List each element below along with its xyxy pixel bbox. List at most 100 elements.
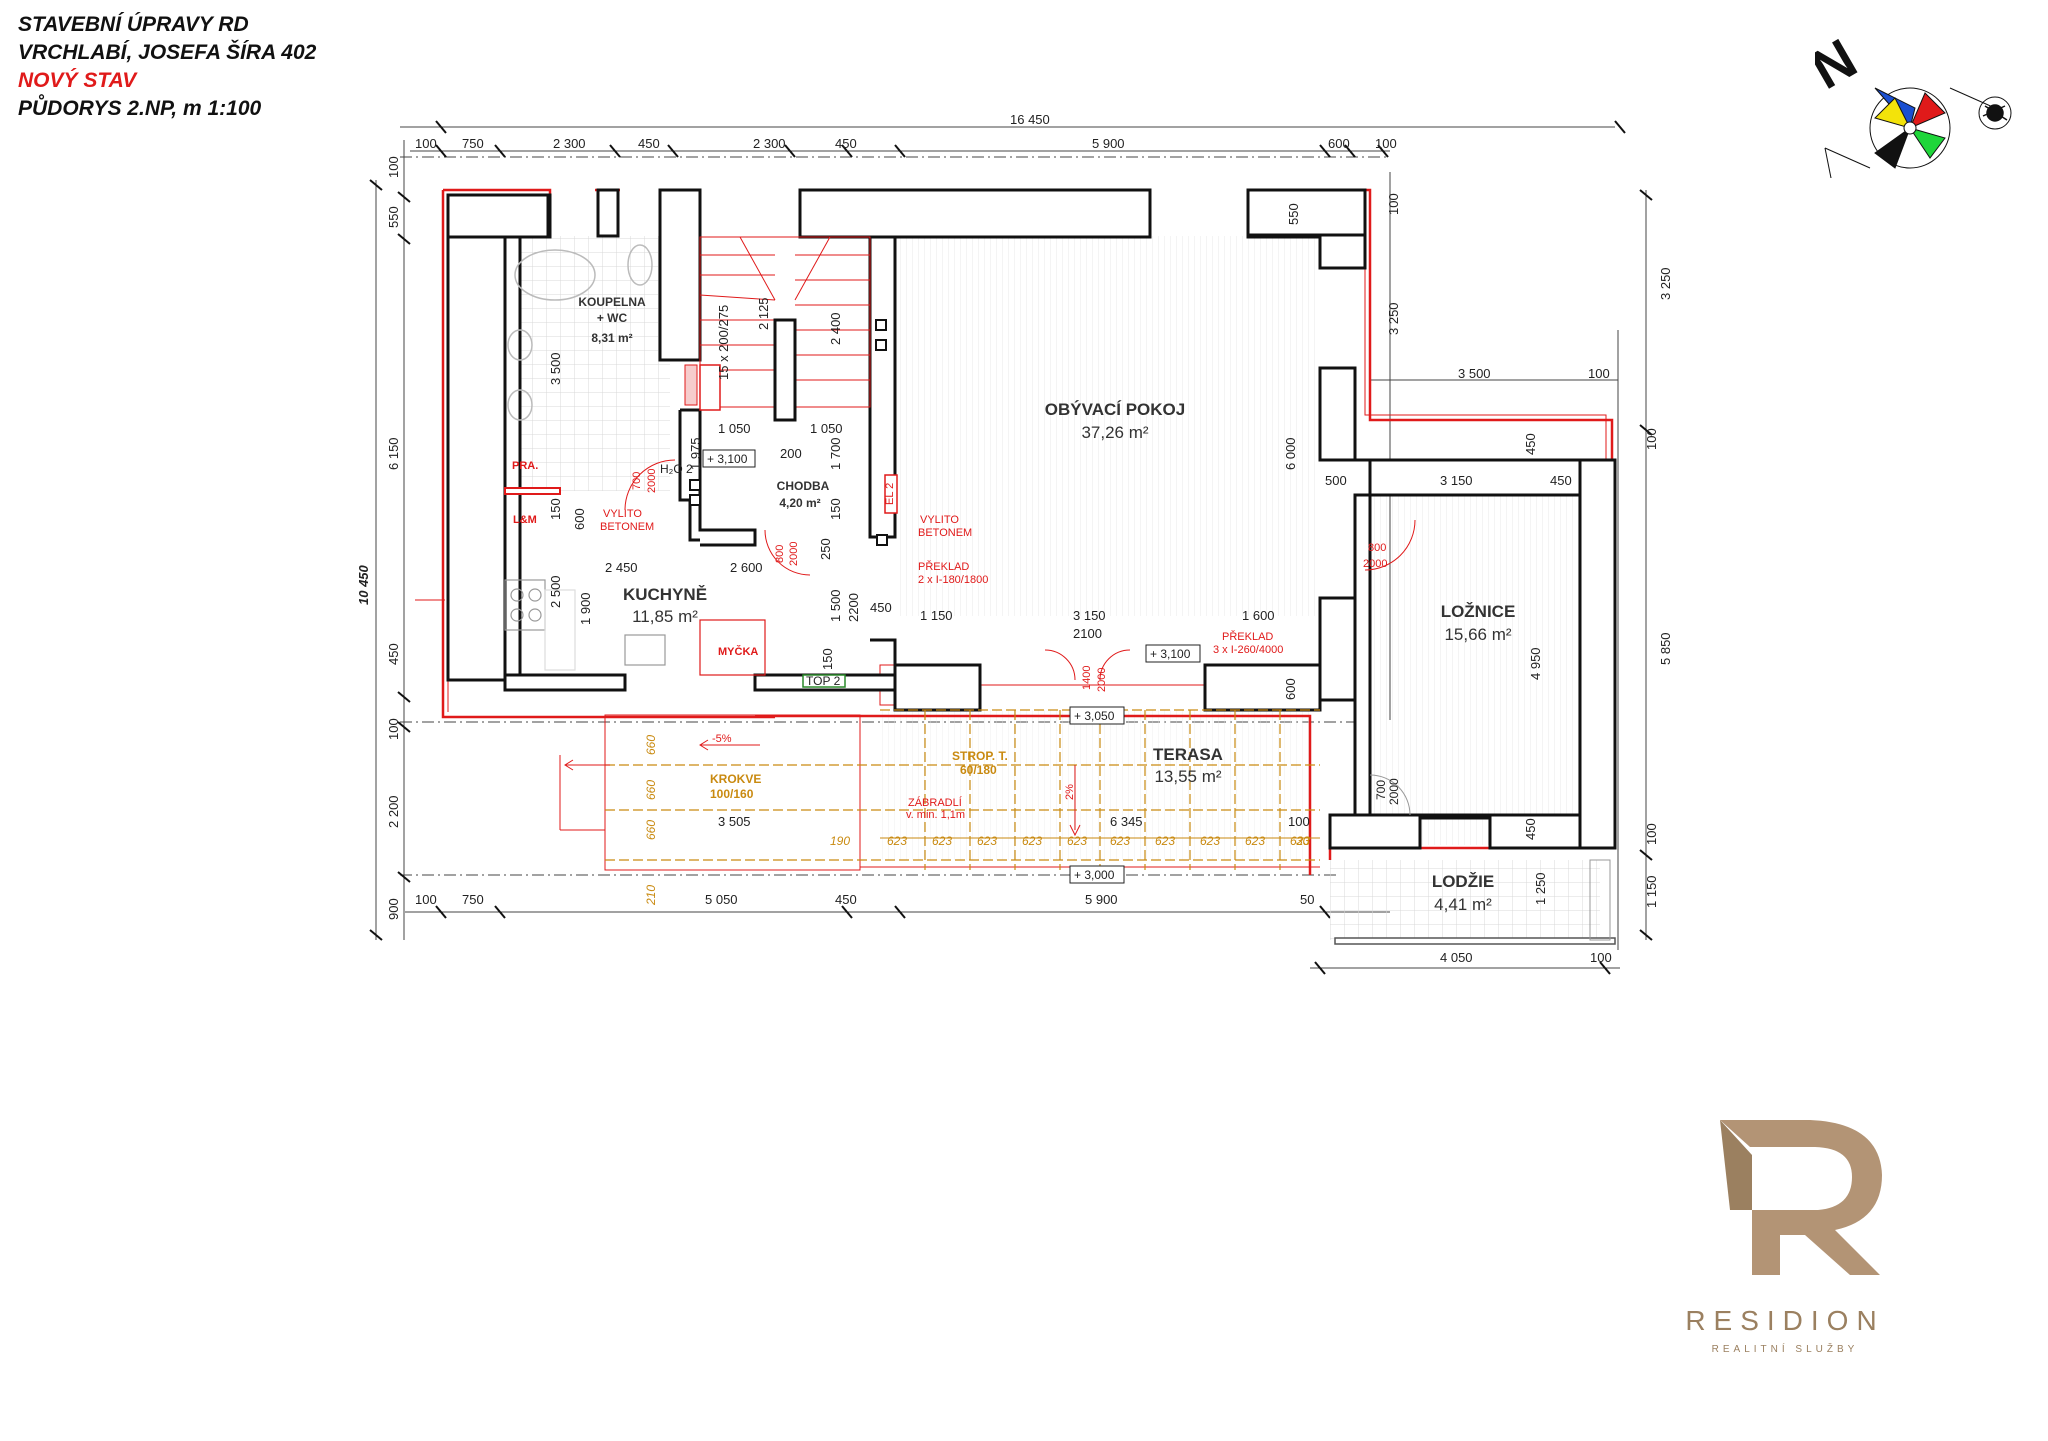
- svg-text:8,31 m²: 8,31 m²: [591, 331, 632, 345]
- svg-text:100: 100: [386, 156, 401, 178]
- svg-text:100: 100: [1386, 193, 1401, 215]
- svg-text:600: 600: [572, 508, 587, 530]
- svg-text:3 250: 3 250: [1386, 302, 1401, 335]
- svg-text:550: 550: [386, 206, 401, 228]
- svg-text:1 150: 1 150: [920, 608, 953, 623]
- svg-text:6 000: 6 000: [1283, 437, 1298, 470]
- svg-text:100/160: 100/160: [710, 787, 754, 801]
- svg-text:1 600: 1 600: [1242, 608, 1275, 623]
- svg-text:550: 550: [1286, 203, 1301, 225]
- svg-text:VYLITO: VYLITO: [920, 514, 959, 526]
- svg-text:5 050: 5 050: [705, 892, 738, 907]
- svg-text:3 250: 3 250: [1658, 267, 1673, 300]
- svg-text:700: 700: [1374, 780, 1388, 800]
- svg-text:200: 200: [780, 446, 802, 461]
- title-state: NOVÝ STAV: [18, 69, 137, 92]
- terrace-floor: [880, 710, 1310, 860]
- svg-text:800: 800: [774, 545, 786, 563]
- svg-text:3 150: 3 150: [1073, 608, 1106, 623]
- room-labels: KOUPELNA + WC 8,31 m² OBÝVACÍ POKOJ 37,2…: [512, 295, 1515, 914]
- svg-text:623: 623: [1110, 834, 1130, 848]
- svg-text:13,55 m²: 13,55 m²: [1154, 767, 1221, 786]
- room-lodzie-name: LODŽIE: [1432, 872, 1494, 891]
- svg-text:2000: 2000: [1363, 558, 1387, 570]
- svg-text:600: 600: [1283, 678, 1298, 700]
- svg-text:4,41 m²: 4,41 m²: [1434, 895, 1492, 914]
- svg-text:60/180: 60/180: [960, 763, 997, 777]
- svg-text:2000: 2000: [1096, 668, 1108, 692]
- svg-text:100: 100: [1590, 950, 1612, 965]
- svg-text:2%: 2%: [1064, 784, 1076, 800]
- svg-text:660: 660: [644, 735, 658, 755]
- svg-text:EL 2: EL 2: [884, 483, 896, 505]
- svg-text:450: 450: [835, 136, 857, 151]
- pra-niche: [504, 487, 561, 495]
- svg-text:150: 150: [820, 648, 835, 670]
- svg-text:2 300: 2 300: [753, 136, 786, 151]
- svg-text:5 900: 5 900: [1092, 136, 1125, 151]
- svg-text:100: 100: [1288, 814, 1310, 829]
- svg-text:623: 623: [1290, 834, 1310, 848]
- svg-text:800: 800: [1368, 542, 1386, 554]
- svg-text:100: 100: [1375, 136, 1397, 151]
- svg-text:623: 623: [1067, 834, 1087, 848]
- svg-text:2200: 2200: [846, 593, 861, 622]
- svg-text:4,20 m²: 4,20 m²: [779, 496, 820, 510]
- svg-text:5 850: 5 850: [1658, 632, 1673, 665]
- svg-text:2000: 2000: [1387, 778, 1401, 805]
- residion-r-icon: [1720, 1120, 1882, 1275]
- north-letter: N: [1815, 28, 1867, 101]
- svg-text:2 600: 2 600: [730, 560, 763, 575]
- north-arrow-icon: N: [1815, 28, 2012, 178]
- label-pra: PRA.: [512, 460, 538, 472]
- title-drawing: PŮDORYS 2.NP, m 1:100: [18, 97, 262, 120]
- title-address: VRCHLABÍ, JOSEFA ŠÍRA 402: [18, 41, 317, 64]
- svg-text:250: 250: [818, 538, 833, 560]
- svg-text:2 125: 2 125: [756, 297, 771, 330]
- dim-total-width: 16 450: [1010, 112, 1050, 127]
- svg-text:2 450: 2 450: [605, 560, 638, 575]
- svg-text:15,66 m²: 15,66 m²: [1444, 625, 1511, 644]
- svg-text:660: 660: [644, 780, 658, 800]
- svg-text:3 505: 3 505: [718, 814, 751, 829]
- svg-text:2 200: 2 200: [386, 795, 401, 828]
- svg-text:100: 100: [415, 136, 437, 151]
- loggia-floor: [1330, 860, 1600, 940]
- svg-text:50: 50: [1300, 892, 1314, 907]
- svg-text:37,26 m²: 37,26 m²: [1081, 423, 1148, 442]
- svg-text:RESIDION: RESIDION: [1685, 1305, 1884, 1336]
- loggia-railing: [1334, 937, 1616, 945]
- svg-text:450: 450: [835, 892, 857, 907]
- svg-text:450: 450: [1523, 433, 1538, 455]
- svg-text:-5%: -5%: [712, 733, 732, 745]
- svg-text:+ 3,000: + 3,000: [1074, 868, 1115, 882]
- svg-text:450: 450: [638, 136, 660, 151]
- room-obyvaci-name: OBÝVACÍ POKOJ: [1045, 400, 1185, 419]
- svg-text:+ 3,100: + 3,100: [707, 452, 748, 466]
- svg-text:3 500: 3 500: [548, 352, 563, 385]
- title-project: STAVEBNÍ ÚPRAVY RD: [18, 13, 249, 36]
- svg-text:1 050: 1 050: [718, 421, 751, 436]
- bedroom-floor: [1370, 470, 1580, 845]
- svg-text:600: 600: [1328, 136, 1350, 151]
- svg-text:100: 100: [1588, 366, 1610, 381]
- svg-text:1 700: 1 700: [828, 437, 843, 470]
- svg-text:STROP. T.: STROP. T.: [952, 749, 1008, 763]
- door-labels: 700 2000 800 2000 800 2000 1400 2000 700…: [631, 469, 1401, 805]
- svg-text:+ 3,100: + 3,100: [1150, 647, 1191, 661]
- svg-text:3 150: 3 150: [1440, 473, 1473, 488]
- door-swings: [624, 459, 1416, 681]
- svg-text:623: 623: [1155, 834, 1175, 848]
- svg-text:1 050: 1 050: [810, 421, 843, 436]
- svg-text:2000: 2000: [646, 469, 658, 493]
- svg-text:2 x I-180/1800: 2 x I-180/1800: [918, 574, 988, 586]
- room-loznice-name: LOŽNICE: [1441, 602, 1516, 621]
- svg-text:750: 750: [462, 892, 484, 907]
- svg-text:PŘEKLAD: PŘEKLAD: [918, 560, 969, 573]
- svg-text:1 500: 1 500: [828, 589, 843, 622]
- roof-beams: [605, 709, 1320, 870]
- svg-text:6 150: 6 150: [386, 437, 401, 470]
- svg-text:v. min. 1,1m: v. min. 1,1m: [906, 809, 965, 821]
- dimension-ticks: [369, 120, 1653, 975]
- svg-text:100: 100: [386, 718, 401, 740]
